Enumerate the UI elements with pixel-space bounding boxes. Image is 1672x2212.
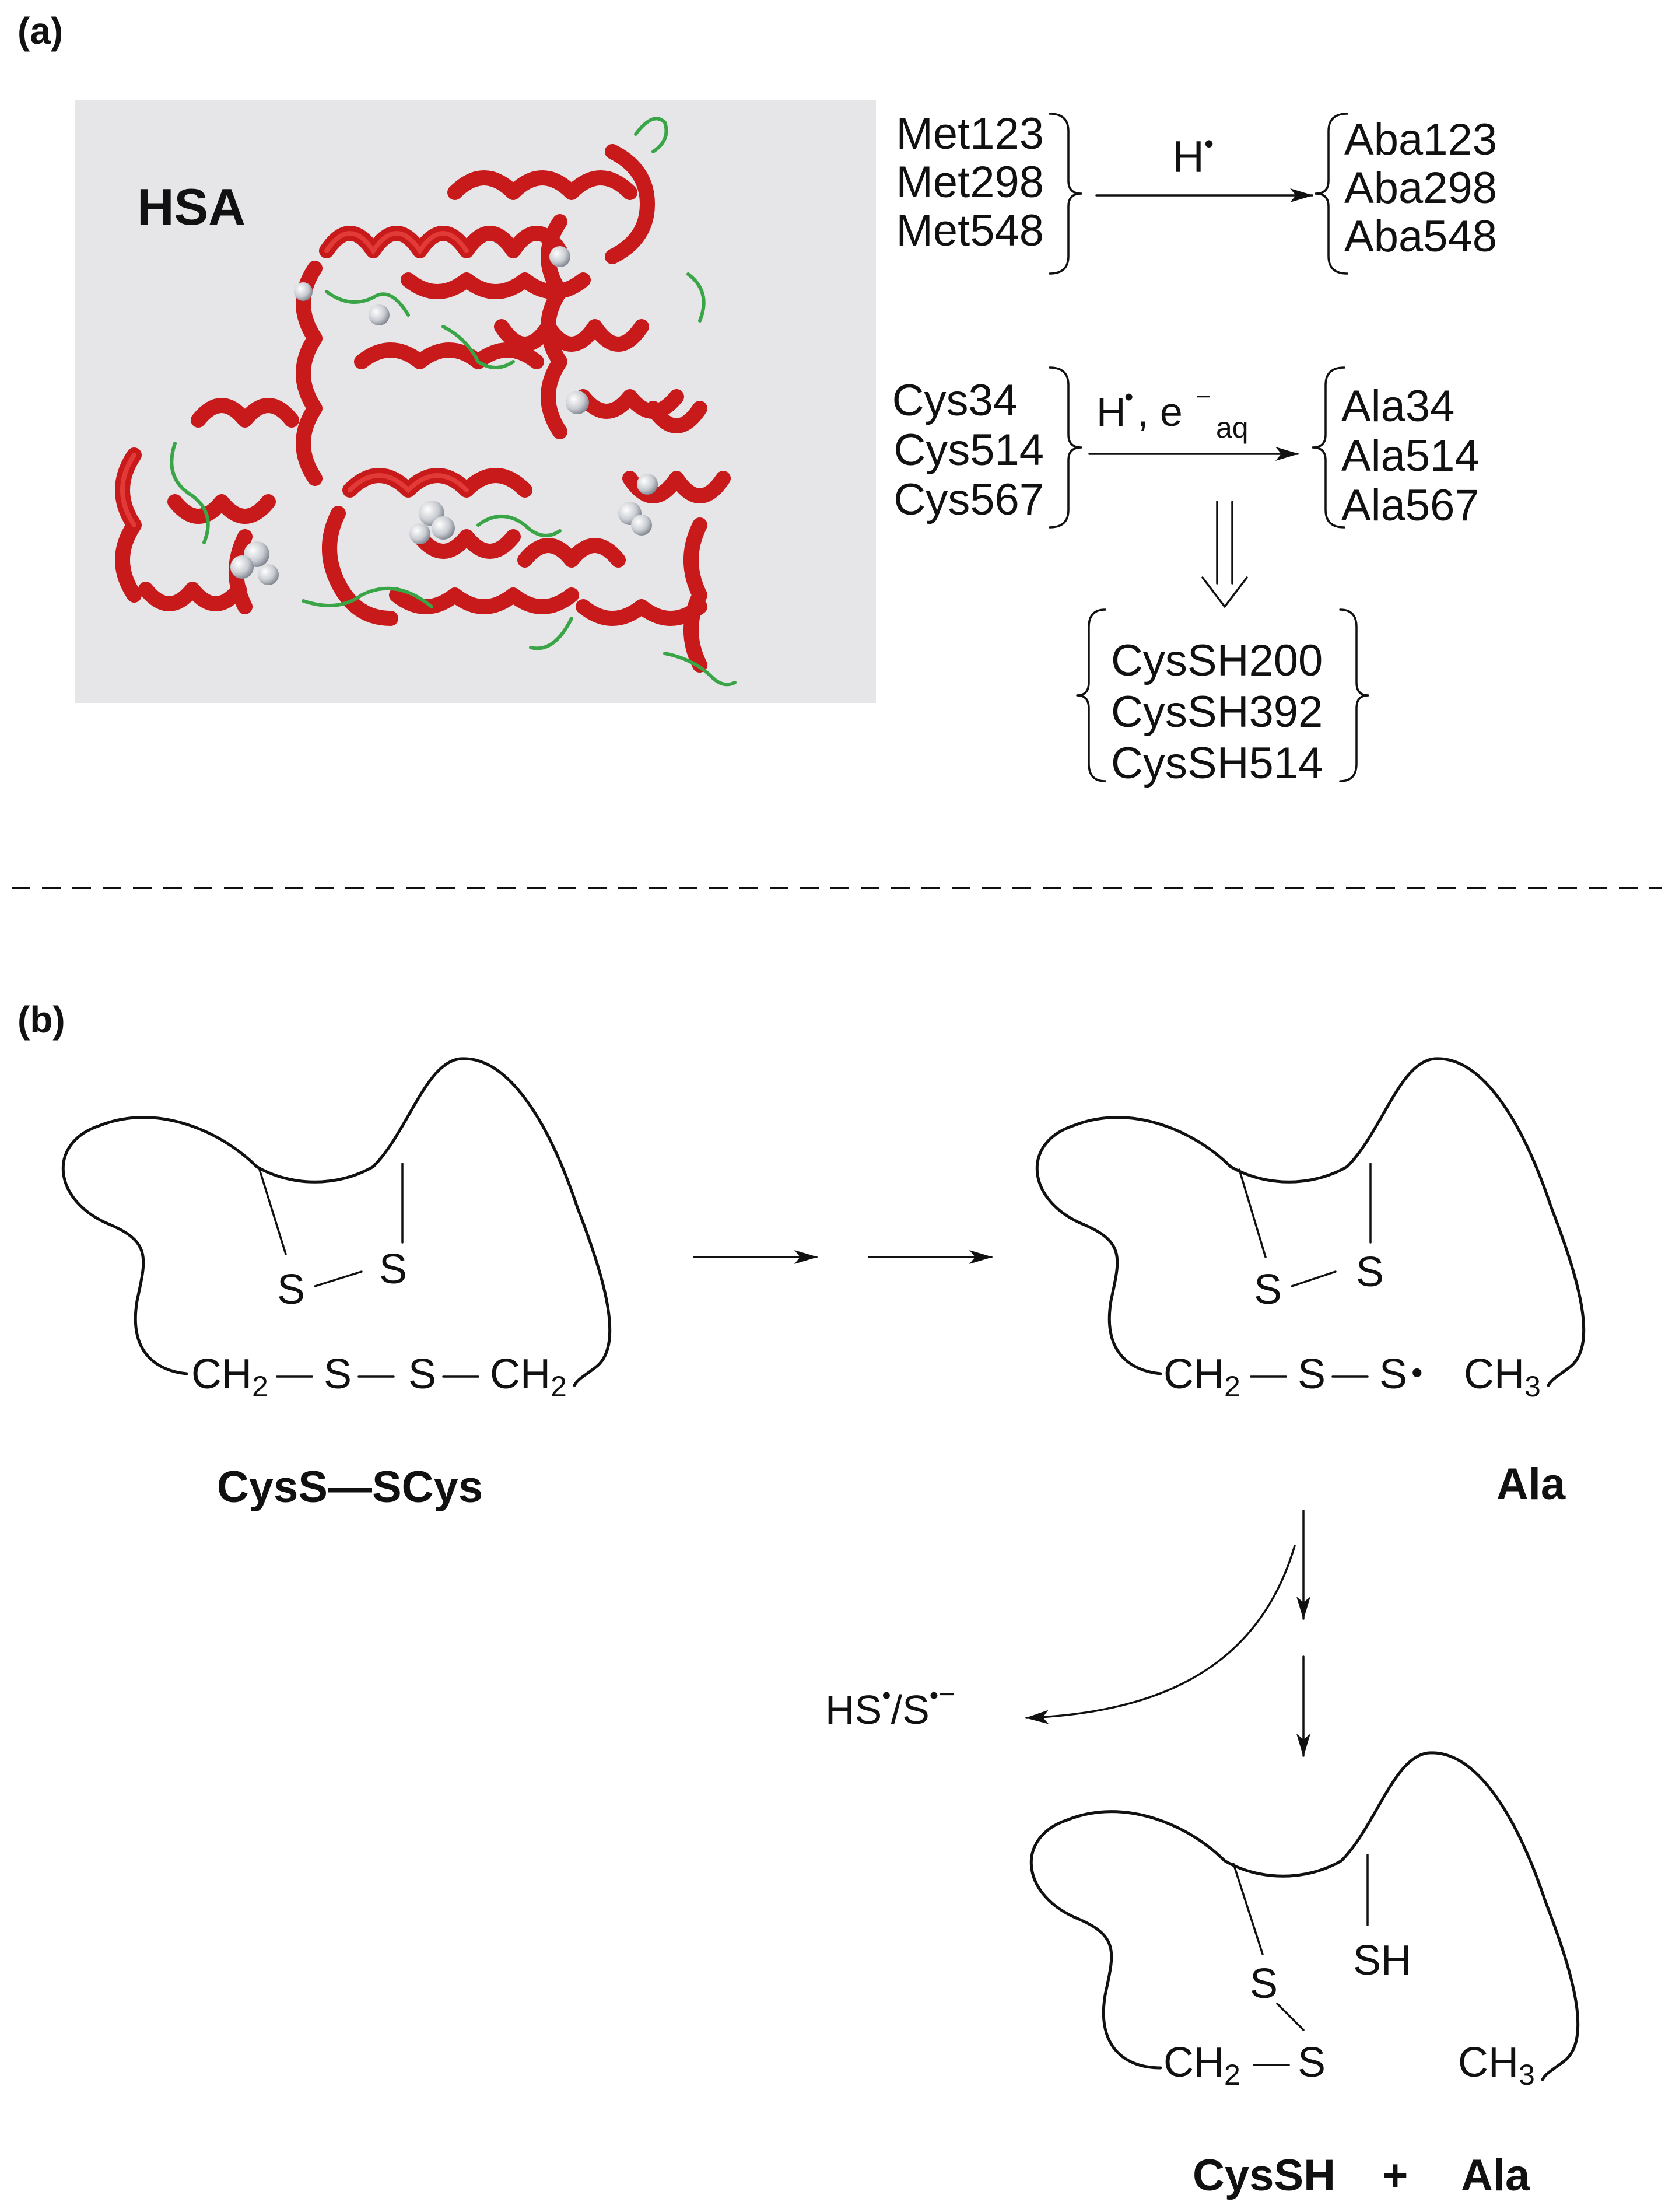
sulfur-atom: S [1298, 2039, 1326, 2086]
sh-group: SH [1353, 1937, 1411, 1984]
protein-backbone-curve [1029, 1751, 1580, 2081]
met-residue: Met548 [896, 206, 1044, 256]
ala-product: Ala514 [1341, 431, 1480, 481]
cys-reagent-sup: − [1196, 381, 1211, 411]
structure-product: S SH CH2 S CH3 CysSH + Ala [1029, 1751, 1580, 2200]
met-reagent-h: H [1172, 132, 1204, 182]
sulfur-atom: S [1250, 1961, 1278, 2007]
sulfur-atom: S [1356, 1249, 1384, 1296]
ch2-group: CH2 [1163, 1351, 1240, 1403]
met-right-brace [1049, 113, 1082, 275]
cys-reagent-sub: aq [1216, 411, 1249, 444]
sulfur-atom: S [1254, 1266, 1282, 1313]
aba-product: Aba548 [1344, 212, 1497, 261]
final-plus-sign: + [1382, 2151, 1408, 2200]
cyssh-left-brace [1076, 608, 1106, 782]
cys-reagent-dot: • [1124, 383, 1133, 411]
cyssh-right-brace [1339, 608, 1369, 782]
met-group: Met123 Met298 Met548 H • Aba123 Aba298 A… [896, 109, 1497, 275]
cys-group: Cys34 Cys514 Cys567 H • , e − aq Ala34 A… [892, 366, 1480, 530]
ala-product: Ala34 [1341, 382, 1454, 431]
cyssh-group: CysSH200 CysSH392 CysSH514 [1076, 608, 1369, 788]
bond-line [1238, 1168, 1267, 1258]
met-residue: Met123 [896, 109, 1044, 159]
aba-product: Aba298 [1344, 163, 1497, 213]
ch3-group: CH3 [1464, 1351, 1541, 1403]
sulfur-atom: S [379, 1246, 407, 1293]
ch2-group: CH2 [191, 1351, 268, 1403]
met-reagent-dot: • [1204, 128, 1214, 159]
byproduct-label: HS•/S•− [825, 1678, 955, 1732]
cys-reagent-electron: , e [1137, 389, 1183, 435]
final-cyssh-label: CysSH [1193, 2151, 1336, 2200]
bond-line [258, 1168, 287, 1255]
ala-product: Ala567 [1341, 481, 1480, 530]
ch2-group: CH2 [1163, 2039, 1240, 2091]
protein-backbone-curve [1035, 1057, 1586, 1387]
intermediate-label: Ala [1496, 1460, 1566, 1509]
hsa-label: HSA [137, 178, 246, 236]
sulfur-atom: S [324, 1351, 352, 1398]
cys-residue: Cys34 [892, 376, 1018, 425]
panel-a-label: (a) [17, 10, 63, 52]
sulfur-atom: S [408, 1351, 436, 1398]
coil-loops [170, 117, 737, 687]
cys-right-brace [1049, 366, 1082, 528]
aba-left-brace [1315, 113, 1348, 275]
final-ala-label: Ala [1461, 2151, 1530, 2200]
sulfur-atom: S [277, 1266, 305, 1313]
sulfur-atom: S [1379, 1351, 1407, 1398]
start-compound-label: CysS—SCys [217, 1462, 483, 1512]
ligand-spheres [230, 246, 658, 585]
ch3-group: CH3 [1458, 2039, 1535, 2091]
cys-reagent-h: H [1096, 389, 1126, 435]
ch2-group: CH2 [490, 1351, 567, 1403]
structure-disulfide: S S CH2 S S CH2 CysS—SCys [61, 1057, 612, 1512]
cyssh-product: CysSH200 [1111, 636, 1323, 685]
sulfur-atom: S [1298, 1351, 1326, 1398]
cys-residue: Cys514 [893, 425, 1044, 475]
radical-dot: • [1411, 1354, 1423, 1391]
bond-line [1276, 2003, 1305, 2031]
bond-line [1232, 1863, 1264, 1955]
met-residue: Met298 [896, 158, 1044, 207]
cyssh-product: CysSH514 [1111, 738, 1323, 788]
ala-left-brace [1312, 366, 1345, 528]
aba-product: Aba123 [1344, 115, 1497, 164]
hsa-structure-image: HSA [75, 100, 876, 703]
protein-backbone-curve [61, 1057, 612, 1387]
double-down-arrow [1201, 501, 1248, 608]
bond-line [1291, 1270, 1337, 1287]
cyssh-product: CysSH392 [1111, 687, 1323, 737]
structure-radical: S S CH2 S S • CH3 Ala [1035, 1057, 1586, 1509]
bond-line [314, 1270, 363, 1287]
curved-elimination-arrow [1025, 1545, 1296, 1724]
panel-b-label: (b) [17, 999, 65, 1041]
cys-residue: Cys567 [893, 475, 1044, 524]
